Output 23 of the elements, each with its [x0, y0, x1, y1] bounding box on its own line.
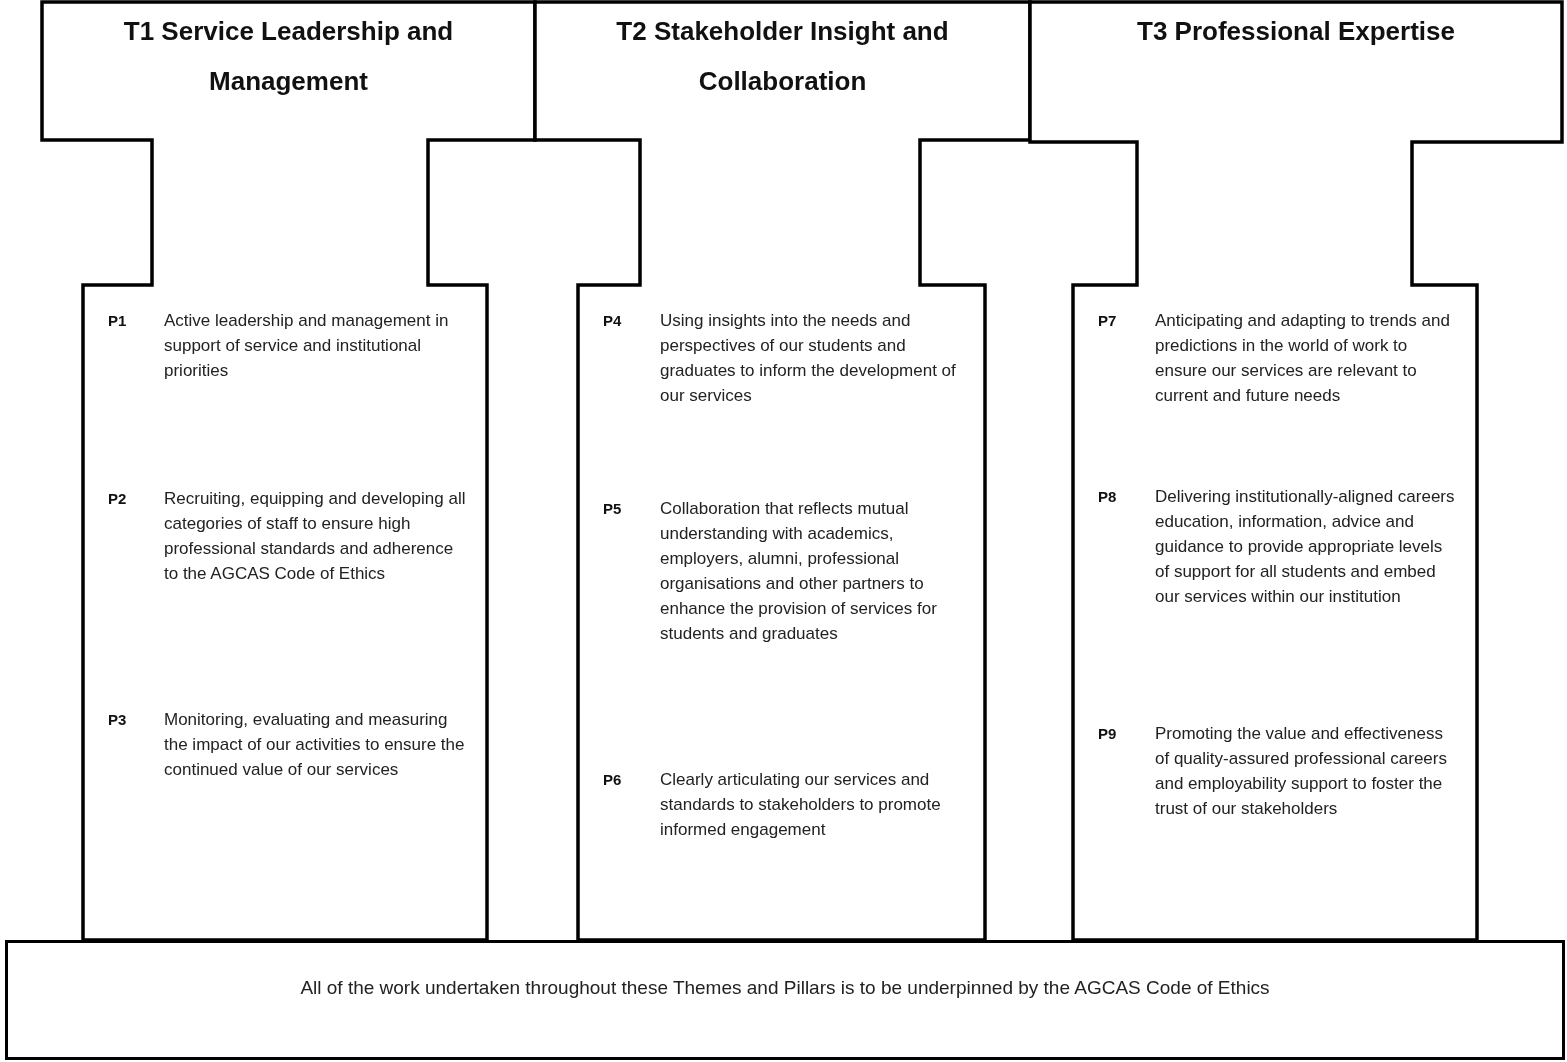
pillar-description: Delivering institutionally-aligned careers education, information, advice and guidance to provide appropriate levels of support for all students and embed our services within our institution: [1155, 486, 1456, 608]
pillar-description: Recruiting, equipping and developing all categories of staff to ensure high professional standards and adherence to the AGCAS Code of Ethics: [164, 488, 467, 585]
pillar-number: P8: [1098, 487, 1117, 507]
pillar-number: P9: [1098, 724, 1117, 744]
pillar-number: P6: [603, 770, 622, 790]
pillar-description: Collaboration that reflects mutual understanding with academics, employers, alumni, professional organisations and other partners to enhance the provision of services for students and graduates: [660, 498, 938, 645]
pillar-number: P7: [1098, 311, 1117, 331]
foundation-box: [5, 940, 1565, 1060]
theme-heading: T1 Service Leadership and Management: [122, 15, 455, 98]
pillar-description: Active leadership and management in support of service and institutional priorities: [164, 310, 450, 382]
pillar-number: P5: [603, 499, 622, 519]
pillar-number: P4: [603, 311, 622, 331]
pillar-description: Monitoring, evaluating and measuring the impact of our activities to ensure the continued value of our services: [164, 709, 466, 781]
pillar-description: Anticipating and adapting to trends and predictions in the world of work to ensure our services are relevant to current and future needs: [1155, 310, 1451, 407]
foundation-statement: All of the work undertaken throughout these Themes and Pillars is to be underpinned by the AGCAS Code of Ethics: [299, 977, 1271, 999]
pillar-description: Using insights into the needs and perspectives of our students and graduates to inform the development of our services: [660, 310, 957, 407]
pillar-description: Clearly articulating our services and standards to stakeholders to promote informed engagement: [660, 769, 942, 841]
pillar-number: P2: [108, 489, 127, 509]
pillar-description: Promoting the value and effectiveness of quality-assured professional careers and employability support to foster the trust of our stakeholders: [1155, 723, 1448, 820]
theme-heading: T3 Professional Expertise: [1136, 15, 1456, 48]
theme-heading: T2 Stakeholder Insight and Collaboration: [615, 15, 950, 98]
pillar-number: P1: [108, 311, 127, 331]
pillar-number: P3: [108, 710, 127, 730]
